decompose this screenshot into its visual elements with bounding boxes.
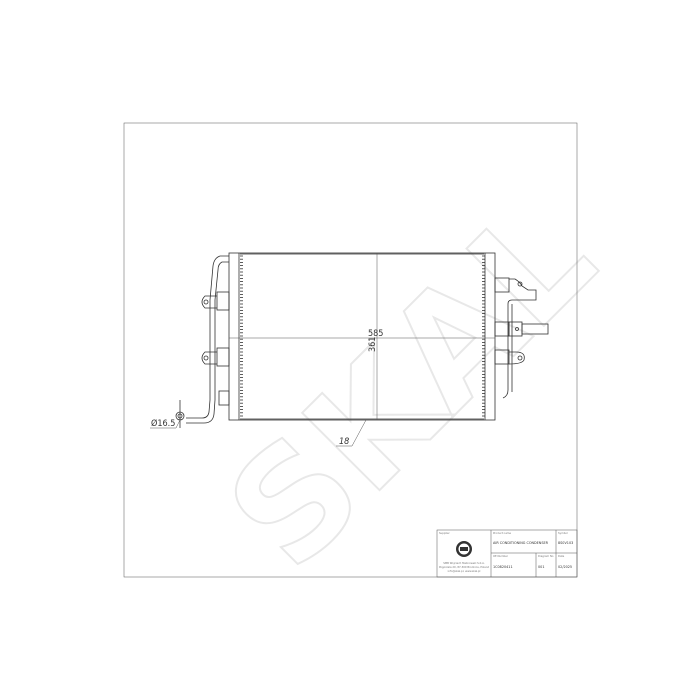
diagram-no-label: Diagram No bbox=[538, 554, 554, 558]
oe-number: 1C0820411 bbox=[493, 565, 513, 569]
left-pipe bbox=[175, 255, 230, 428]
oe-number-label: OE Number bbox=[493, 554, 509, 558]
drawing-frame bbox=[123, 122, 578, 578]
date-label: Date bbox=[558, 554, 565, 558]
company-contact: info@skal.pl, www.skal.pl bbox=[448, 569, 481, 573]
height-label: 361 bbox=[368, 337, 378, 352]
diagram-no: 001 bbox=[538, 565, 544, 569]
date-value: 02/2025 bbox=[558, 565, 572, 569]
width-label: 585 bbox=[368, 329, 383, 339]
product-name-label: Product name bbox=[493, 531, 511, 535]
title-block: Supplier SMB Wojciech Malinowski S.K.A. … bbox=[436, 529, 578, 578]
pipe-diameter-label: Ø16.5 bbox=[151, 418, 175, 429]
company-name: SMB Wojciech Malinowski S.K.A. bbox=[443, 561, 485, 565]
diameter-callout: Ø16.5 bbox=[150, 418, 181, 429]
company-logo bbox=[456, 541, 472, 557]
thickness-label: 18 bbox=[339, 437, 349, 447]
watermark: SKAL bbox=[196, 170, 627, 601]
thickness-callout: 18 bbox=[336, 419, 367, 447]
supplier-label: Supplier bbox=[439, 531, 451, 535]
right-pipe bbox=[494, 277, 549, 399]
condenser-core bbox=[228, 252, 496, 421]
product-name: AIR CONDITIONING CONDENSER bbox=[493, 541, 549, 545]
symbol-label: Symbol bbox=[558, 531, 568, 535]
company-address: Pogorzela 20, 87-300 Brodnica, Poland bbox=[439, 565, 489, 569]
symbol-value: 8S0V103 bbox=[558, 541, 573, 545]
